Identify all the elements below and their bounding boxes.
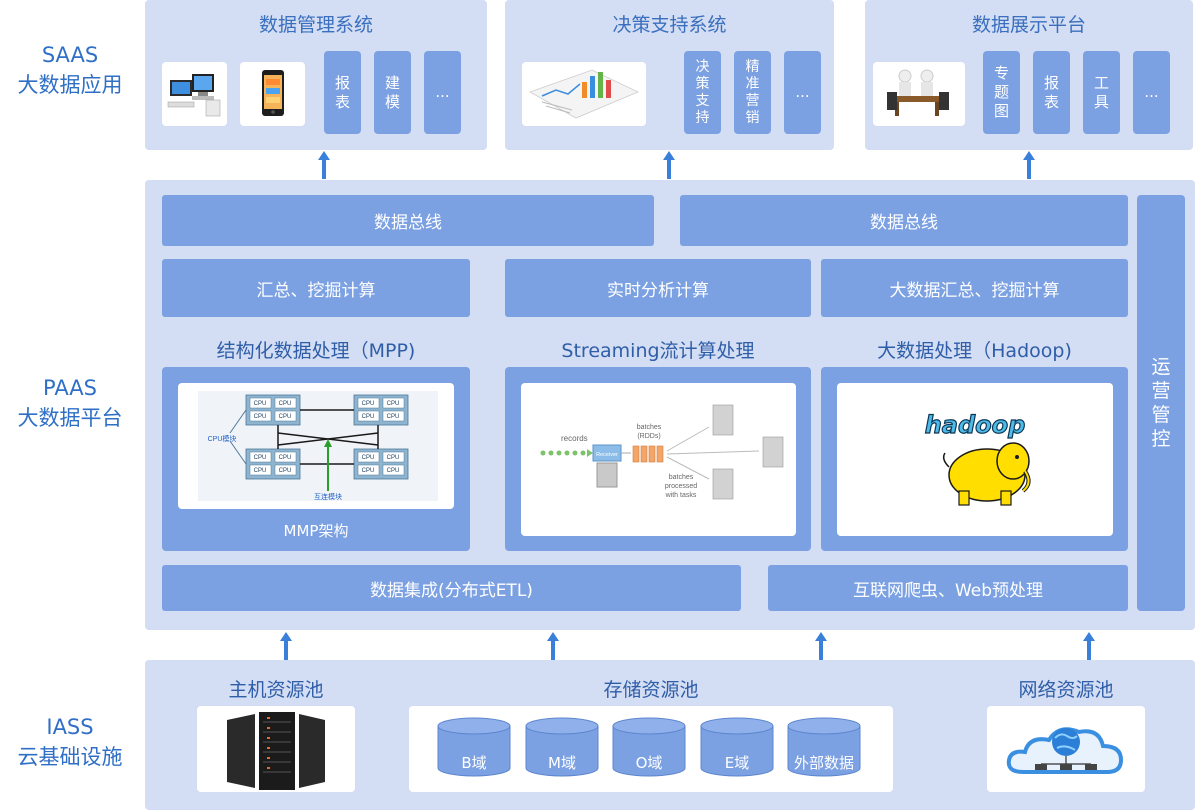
stream-receiver-label: Receiver bbox=[596, 452, 618, 458]
up-arrow-icon bbox=[1023, 151, 1035, 179]
tile-more-dvp[interactable]: ... bbox=[1133, 51, 1170, 134]
panel-decision-support: 决策支持系统 决 策 支 持 精 准 营 销 ... bbox=[505, 0, 834, 150]
bar-web-crawler[interactable]: 互联网爬虫、Web预处理 bbox=[768, 565, 1128, 611]
panel-title-data-display: 数据展示平台 bbox=[971, 14, 1086, 36]
cpu-label: CPU bbox=[362, 455, 375, 461]
streaming-block: records Receiver batches (RDDs) bbox=[505, 367, 811, 551]
tile-report[interactable]: 报 表 bbox=[324, 51, 361, 134]
layer-label-saas-line2: 大数据应用 bbox=[17, 73, 123, 97]
tile-thematic-map[interactable]: 专 题 图 bbox=[983, 51, 1020, 134]
up-arrow-icon bbox=[280, 632, 292, 660]
cpu-module-label: CPU模块 bbox=[208, 434, 237, 443]
database-cylinder-icon bbox=[525, 717, 599, 777]
mobile-phone-icon bbox=[240, 62, 305, 126]
bar-data-integration-etl[interactable]: 数据集成(分布式ETL) bbox=[162, 565, 741, 611]
tile-precision-marketing[interactable]: 精 准 营 销 bbox=[734, 51, 771, 134]
cpu-label: CPU bbox=[279, 468, 292, 474]
layer-label-saas-line1: SAAS bbox=[41, 43, 99, 67]
title-storage-pool: 存储资源池 bbox=[603, 679, 699, 701]
cpu-label: CPU bbox=[362, 468, 375, 474]
up-arrow-icon bbox=[547, 632, 559, 660]
mpp-block: CPU CPU CPU CPU CPU CPU CPU CPU CPU CPU CPU CP… bbox=[162, 367, 470, 551]
panel-title-decision-support: 决策支持系统 bbox=[612, 14, 727, 36]
cpu-label: CPU bbox=[387, 401, 400, 407]
cpu-label: CPU bbox=[254, 455, 267, 461]
database-cylinder-icon bbox=[612, 717, 686, 777]
panel-data-management: 数据管理系统 报 表 建 模 ... bbox=[145, 0, 487, 150]
title-mpp: 结构化数据处理（MPP) bbox=[216, 340, 416, 362]
tile-operations-control[interactable]: 运 营 管 控 bbox=[1137, 195, 1185, 611]
tile-report-display[interactable]: 报 表 bbox=[1033, 51, 1070, 134]
stream-processed-label-1: batches bbox=[669, 474, 694, 481]
cpu-label: CPU bbox=[279, 414, 292, 420]
stream-rdds-label: (RDDs) bbox=[637, 433, 660, 440]
cpu-label: CPU bbox=[254, 414, 267, 420]
tile-decision-support[interactable]: 决 策 支 持 bbox=[684, 51, 721, 134]
mpp-caption: MMP架构 bbox=[283, 522, 349, 540]
stream-records-label: records bbox=[561, 434, 588, 443]
panel-title-data-management: 数据管理系统 bbox=[258, 14, 373, 36]
title-network-pool: 网络资源池 bbox=[1018, 679, 1114, 701]
cpu-label: CPU bbox=[387, 455, 400, 461]
storage-domain-external[interactable]: 外部数据 bbox=[793, 754, 854, 772]
title-hadoop: 大数据处理（Hadoop) bbox=[877, 340, 1072, 362]
storage-domain-b[interactable]: B域 bbox=[461, 754, 487, 772]
database-cylinder-icon bbox=[700, 717, 774, 777]
stream-batches-label: batches bbox=[637, 424, 662, 431]
tile-tools[interactable]: 工 具 bbox=[1083, 51, 1120, 134]
layer-label-paas-line2: 大数据平台 bbox=[17, 406, 123, 430]
database-cylinder-icon bbox=[437, 717, 511, 777]
layer-label-paas: PAAS 大数据平台 bbox=[0, 373, 140, 433]
chart-report-icon bbox=[522, 62, 646, 126]
tile-modeling[interactable]: 建 模 bbox=[374, 51, 411, 134]
title-streaming: Streaming流计算处理 bbox=[561, 340, 755, 362]
stream-processed-label-2: processed bbox=[665, 483, 697, 490]
cpu-label: CPU bbox=[362, 414, 375, 420]
network-cloud-icon bbox=[987, 706, 1145, 792]
up-arrow-icon bbox=[318, 151, 330, 179]
cpu-label: CPU bbox=[254, 468, 267, 474]
storage-domain-e[interactable]: E域 bbox=[724, 754, 750, 772]
cpu-label: CPU bbox=[279, 401, 292, 407]
cpu-label: CPU bbox=[387, 468, 400, 474]
interconnect-module-label: 互连模块 bbox=[314, 492, 342, 501]
bar-summary-mining[interactable]: 汇总、挖掘计算 bbox=[162, 259, 470, 317]
database-cylinder-icon bbox=[787, 717, 861, 777]
up-arrow-icon bbox=[663, 151, 675, 179]
hadoop-elephant-icon bbox=[942, 442, 1031, 506]
cpu-label: CPU bbox=[387, 414, 400, 420]
storage-domain-o[interactable]: O域 bbox=[635, 754, 663, 772]
storage-domain-m[interactable]: M域 bbox=[548, 754, 576, 772]
server-rack-icon bbox=[197, 706, 355, 792]
cpu-label: CPU bbox=[279, 455, 292, 461]
tile-more-dss[interactable]: ... bbox=[784, 51, 821, 134]
layer-label-saas: SAAS 大数据应用 bbox=[0, 40, 140, 100]
bar-data-bus-left[interactable]: 数据总线 bbox=[162, 195, 654, 246]
desktop-computer-icon bbox=[162, 62, 227, 126]
panel-data-display: 数据展示平台 专 题 图 报 表 工 具 ... bbox=[865, 0, 1193, 150]
tile-more-dms[interactable]: ... bbox=[424, 51, 461, 134]
stream-processed-label-3: with tasks bbox=[665, 492, 697, 499]
bar-realtime-analysis[interactable]: 实时分析计算 bbox=[505, 259, 811, 317]
bar-data-bus-right[interactable]: 数据总线 bbox=[680, 195, 1128, 246]
up-arrow-icon bbox=[815, 632, 827, 660]
hadoop-wordmark: hadoop bbox=[925, 411, 1026, 439]
streaming-diagram: records Receiver batches (RDDs) bbox=[521, 383, 796, 536]
layer-label-iass: IASS 云基础设施 bbox=[0, 712, 140, 772]
title-host-pool: 主机资源池 bbox=[228, 679, 324, 701]
cpu-label: CPU bbox=[254, 401, 267, 407]
mpp-architecture-diagram: CPU CPU CPU CPU CPU CPU CPU CPU CPU CPU CPU CP… bbox=[178, 383, 454, 509]
bar-bigdata-mining[interactable]: 大数据汇总、挖掘计算 bbox=[821, 259, 1128, 317]
hadoop-block: hadoop bbox=[821, 367, 1128, 551]
up-arrow-icon bbox=[1083, 632, 1095, 660]
layer-label-paas-line1: PAAS bbox=[43, 376, 97, 400]
meeting-people-icon bbox=[873, 62, 965, 126]
cpu-label: CPU bbox=[362, 401, 375, 407]
layer-label-iass-line1: IASS bbox=[46, 715, 94, 739]
hadoop-logo-card: hadoop bbox=[837, 383, 1113, 536]
layer-label-iass-line2: 云基础设施 bbox=[17, 745, 123, 769]
